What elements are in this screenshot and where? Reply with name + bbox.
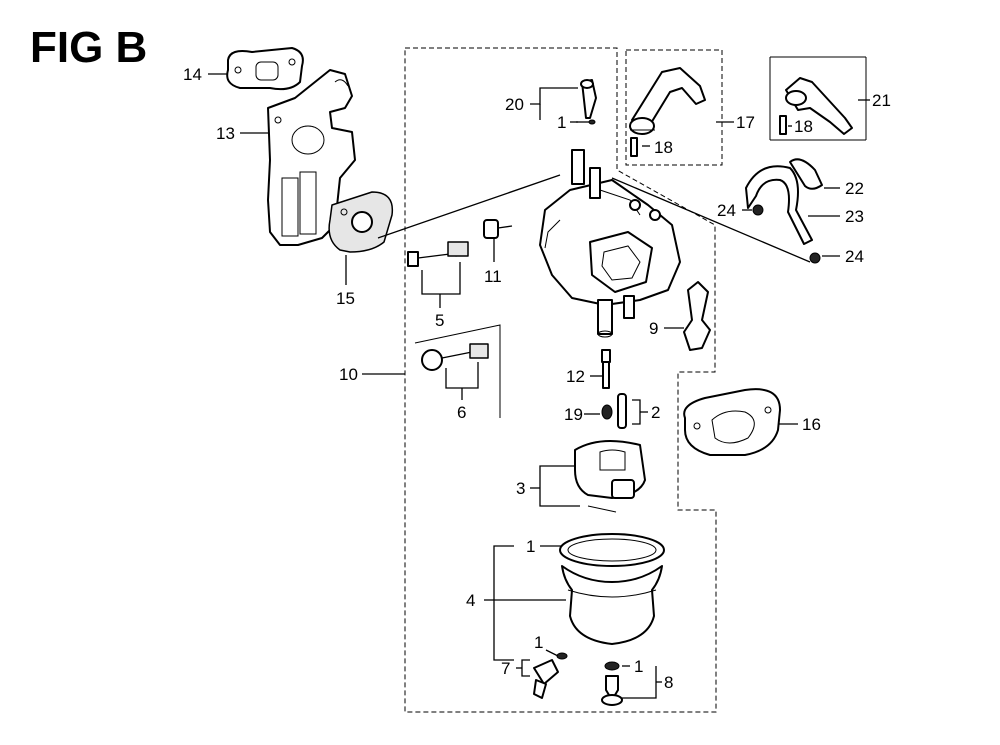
- washer-small-part: [576, 119, 596, 125]
- callout-5: 5: [435, 311, 444, 330]
- hose-clip-upper-part: [752, 204, 764, 216]
- callout-8: 8: [664, 673, 673, 692]
- hose-clip-lower-part: [809, 252, 821, 264]
- callout-1-screw: 1: [557, 113, 566, 132]
- float-chamber-part: [559, 533, 665, 645]
- throttle-lever-part: [785, 77, 853, 135]
- callout-4: 4: [466, 591, 475, 610]
- callout-numbers: 14 13 15 20 1 17 18 21 18 22 23 24 24 11…: [183, 65, 891, 692]
- carb-gasket-part: [328, 191, 394, 253]
- callout-24-lower: 24: [845, 247, 864, 266]
- callout-17: 17: [736, 113, 755, 132]
- callout-12: 12: [566, 367, 585, 386]
- callout-10: 10: [339, 365, 358, 384]
- callout-9: 9: [649, 319, 658, 338]
- callout-2: 2: [651, 403, 660, 422]
- choke-screw-part: [580, 79, 597, 119]
- callout-16: 16: [802, 415, 821, 434]
- spring-pin-part: [630, 137, 638, 157]
- pilot-screw-frame: [414, 324, 501, 418]
- float-pin-part: [617, 393, 627, 429]
- callout-18-throttle: 18: [794, 117, 813, 136]
- callout-1-ring: 1: [526, 537, 535, 556]
- main-assembly-frame: [404, 47, 717, 713]
- nozzle-part: [601, 404, 613, 420]
- bowl-bolt-part: [601, 661, 623, 706]
- callout-20: 20: [505, 95, 524, 114]
- callout-7: 7: [501, 659, 510, 678]
- float-part: [574, 440, 646, 513]
- callout-3: 3: [516, 479, 525, 498]
- figure-title: FIG B: [30, 23, 147, 72]
- callout-14: 14: [183, 65, 202, 84]
- fuel-hose-part: [745, 158, 823, 245]
- pilot-screw-part: [421, 343, 489, 371]
- callout-11: 11: [484, 267, 502, 286]
- callout-1-drain: 1: [534, 633, 543, 652]
- carburetor-body-part: [539, 149, 681, 338]
- idle-screw-part: [483, 219, 513, 239]
- throttle-stop-screw-part: [407, 241, 469, 267]
- callout-23: 23: [845, 207, 864, 226]
- insulator-gasket-part: [226, 47, 304, 91]
- callout-21: 21: [872, 91, 891, 110]
- throttle-lever-box: [769, 56, 867, 141]
- callout-1-bolt: 1: [634, 657, 643, 676]
- callout-13: 13: [216, 124, 235, 143]
- choke-lever-part: [629, 67, 706, 135]
- callout-6: 6: [457, 403, 466, 422]
- air-cleaner-gasket-part: [683, 388, 781, 456]
- spring-pin-2-part: [779, 115, 787, 135]
- drain-screw-part: [533, 652, 568, 699]
- float-valve-part: [683, 281, 711, 351]
- main-jet-part: [601, 349, 611, 389]
- carburetor-bracket-part: [267, 69, 356, 246]
- callout-15: 15: [336, 289, 355, 308]
- callout-24-upper: 24: [717, 201, 736, 220]
- callout-19: 19: [564, 405, 583, 424]
- choke-lever-box: [625, 49, 723, 166]
- callout-22: 22: [845, 179, 864, 198]
- callout-leader-lines: [208, 73, 870, 699]
- callout-18-choke: 18: [654, 138, 673, 157]
